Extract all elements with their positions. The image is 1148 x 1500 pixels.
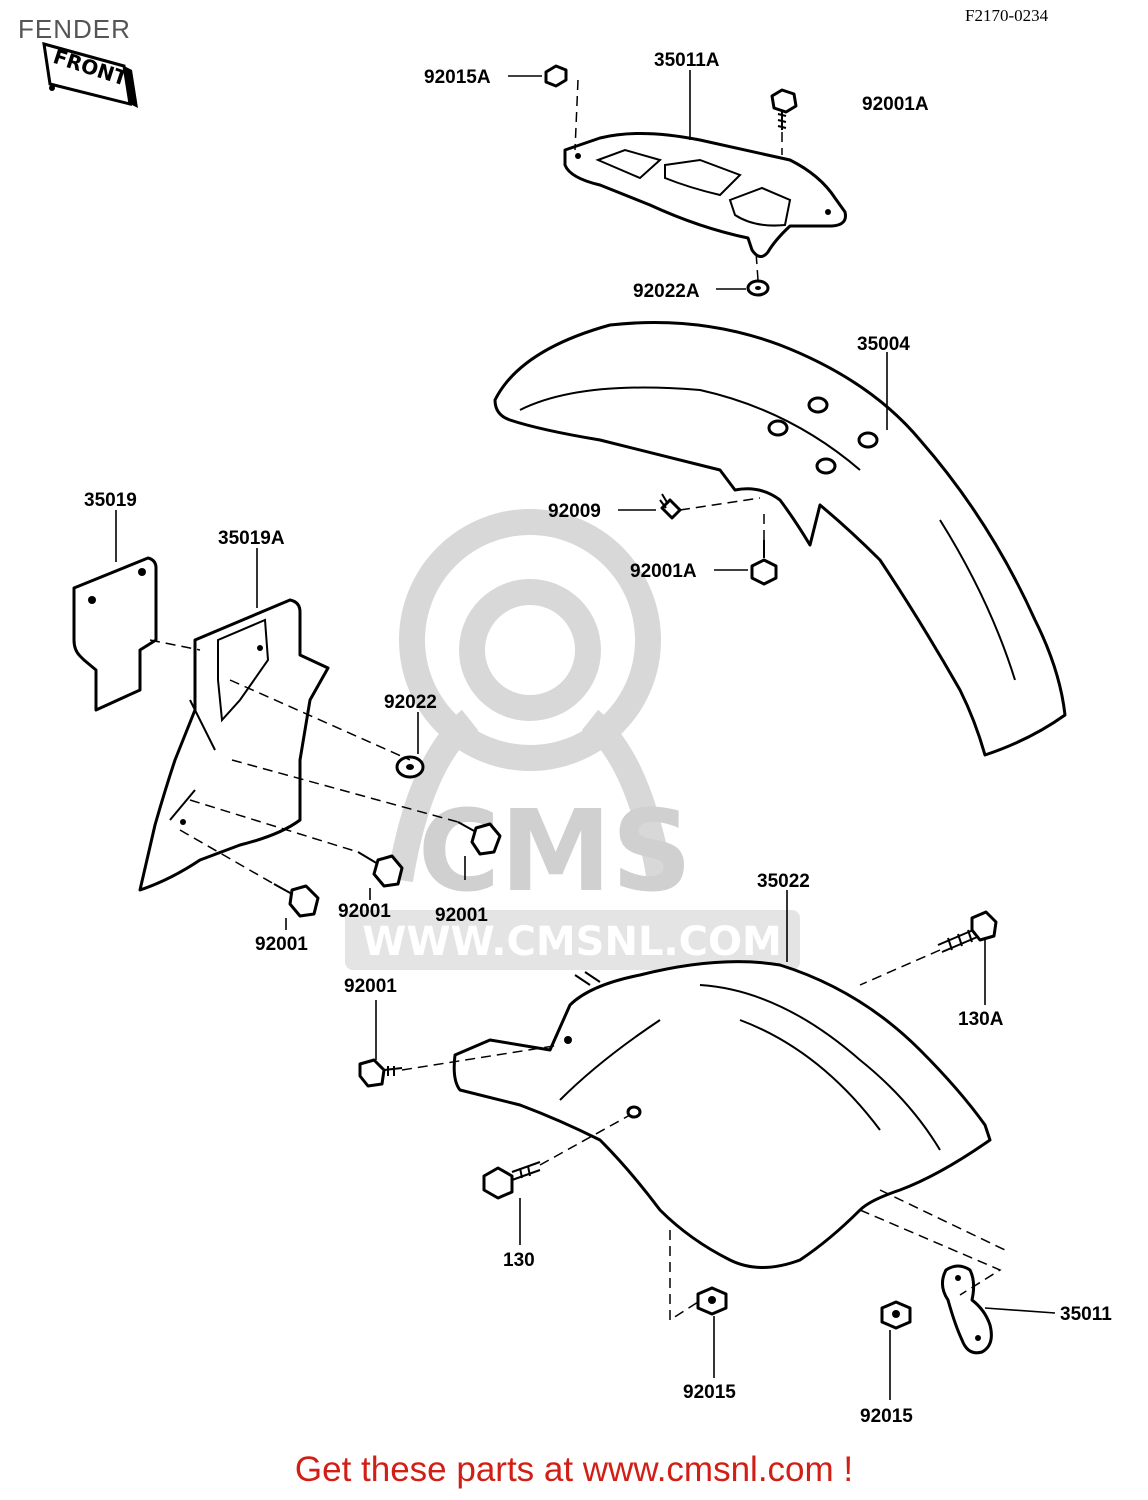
assembly-dashed-lines [149,79,1006,1322]
watermark-logo: CMS WWW.CMSNL.COM [345,509,800,970]
label-92001A-mid: 92001A [630,561,697,582]
label-92009: 92009 [548,501,601,522]
part-92001-bolt-a [457,821,502,856]
label-35019A: 35019A [218,528,285,549]
part-92015-nut-a [696,1286,728,1316]
label-35019: 35019 [84,490,137,511]
label-92015A: 92015A [424,67,491,88]
watermark-face [459,579,601,721]
label-92001-c: 92001 [255,934,308,955]
label-92022: 92022 [384,692,437,713]
label-92001-d: 92001 [344,976,397,997]
watermark-cape [387,709,479,883]
label-92015-a: 92015 [683,1382,736,1403]
label-92015-b: 92015 [860,1406,913,1427]
label-130: 130 [503,1250,535,1271]
part-92001A-bolt-top [770,88,798,130]
label-35004: 35004 [857,334,910,355]
part-35022-rear-fender [452,960,992,1269]
part-92001-bolt-b [357,851,404,888]
part-92015-nut-b [880,1300,912,1330]
part-92022A-washer [746,279,770,297]
part-92001-bolt-d [358,1058,403,1088]
part-92022-washer [395,755,425,779]
part-130-bolt [482,1161,541,1200]
part-35019-plate [72,556,158,712]
footer-cta-link[interactable]: Get these parts at www.cmsnl.com ! [294,1450,854,1489]
label-92001-a: 92001 [435,905,488,926]
label-35011A: 35011A [654,50,720,71]
label-130A: 130A [958,1009,1004,1030]
watermark-brand: CMS [418,787,692,917]
watermark-ring [399,509,661,771]
label-35011: 35011 [1060,1304,1112,1325]
part-92009-screw [659,493,682,520]
watermark-cape-right [581,709,673,883]
leader-lines [115,70,1056,1400]
part-35004-front-fender [493,321,1067,757]
part-92001A-bolt-mid [750,540,778,586]
label-92001A-top: 92001A [862,94,929,115]
label-35022: 35022 [757,871,810,892]
part-labels: 92015A 35011A 92001A 92022A 35004 35019 … [84,50,1112,1427]
label-92001-b: 92001 [338,901,391,922]
part-92001-bolt-c [273,883,320,918]
part-35011-bracket [941,1264,993,1355]
part-130A-bolt [937,910,998,953]
label-92022A: 92022A [633,281,700,302]
page-title: FENDER [18,14,131,44]
diagram-code: F2170-0234 [965,6,1049,25]
front-direction-tag: FRONT [42,41,138,108]
watermark-url: WWW.CMSNL.COM [362,919,782,965]
part-35019A-inner-fender [138,598,330,892]
part-35011A-bracket [563,131,847,258]
part-92015A-nut [544,64,568,88]
watermark-url-bar [345,910,800,970]
